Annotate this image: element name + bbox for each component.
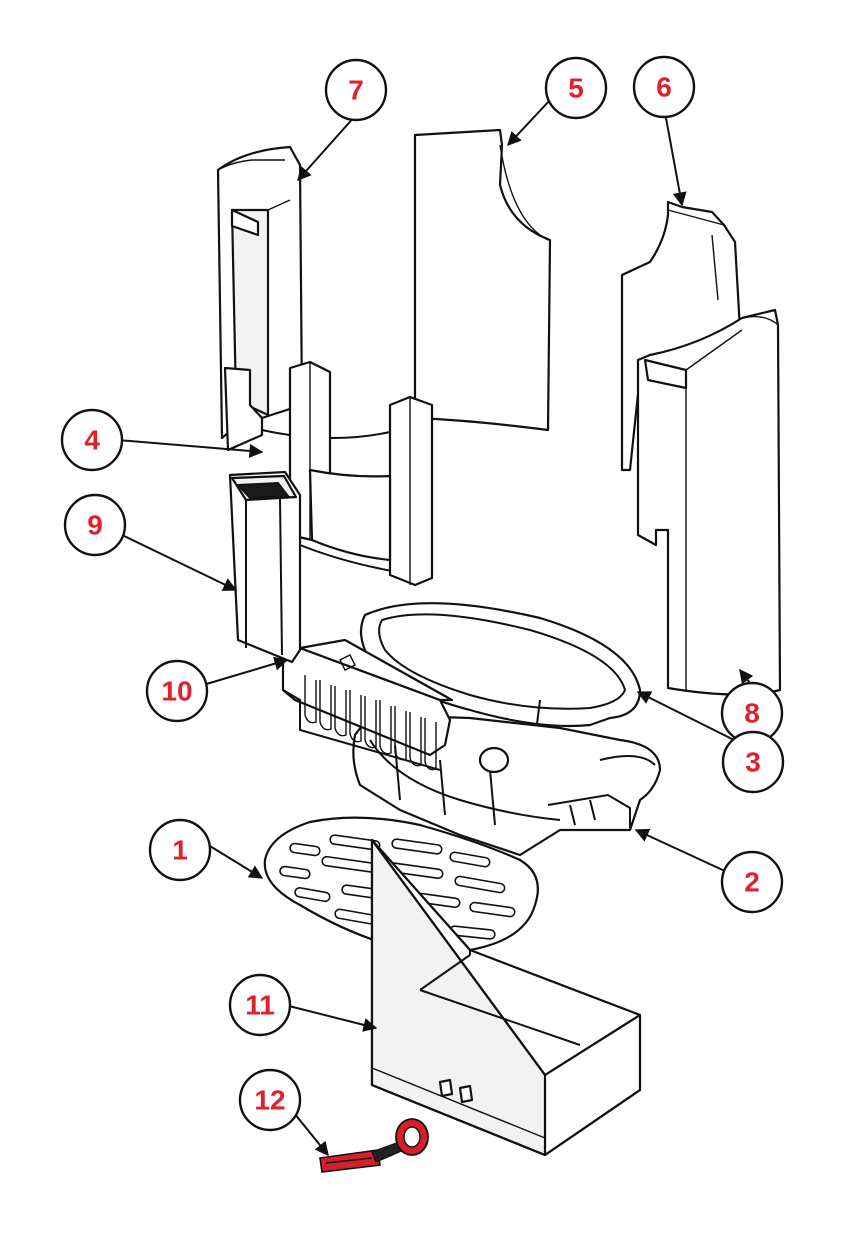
callout-4: 4: [60, 408, 124, 472]
callout-11-label: 11: [245, 990, 275, 1021]
callout-12-label: 12: [254, 1085, 285, 1116]
part-5-rear-liner: [413, 128, 552, 432]
part-11-ash-pan: [370, 838, 642, 1157]
callout-8: 8: [720, 681, 784, 745]
callout-4-label: 4: [84, 425, 100, 456]
callout-2: 2: [720, 850, 784, 914]
callout-1: 1: [148, 818, 212, 882]
callout-2-label: 2: [744, 867, 760, 898]
part-8-right-lower-liner: [636, 308, 782, 696]
leader-lines: [117, 99, 756, 1157]
callout-10: 10: [145, 659, 209, 723]
callout-5: 5: [544, 56, 608, 120]
callout-10-label: 10: [161, 676, 192, 707]
callout-1-label: 1: [172, 835, 188, 866]
part-9-front-panel: [228, 470, 302, 664]
callout-7: 7: [324, 58, 388, 122]
callout-6-label: 6: [656, 72, 672, 103]
part-7-left-liner: [216, 145, 304, 452]
callout-7-label: 7: [348, 75, 364, 106]
part-12-tool: [319, 1118, 429, 1173]
callout-8-label: 8: [744, 698, 760, 729]
callout-9: 9: [63, 493, 127, 557]
callout-9-label: 9: [87, 510, 103, 541]
callout-3: 3: [721, 730, 785, 794]
callout-11: 11: [228, 973, 292, 1037]
callout-12: 12: [238, 1068, 302, 1132]
callout-6: 6: [632, 55, 696, 119]
part-10-riddler-comb: [281, 638, 454, 771]
callout-5-label: 5: [568, 73, 584, 104]
callout-3-label: 3: [745, 747, 761, 778]
